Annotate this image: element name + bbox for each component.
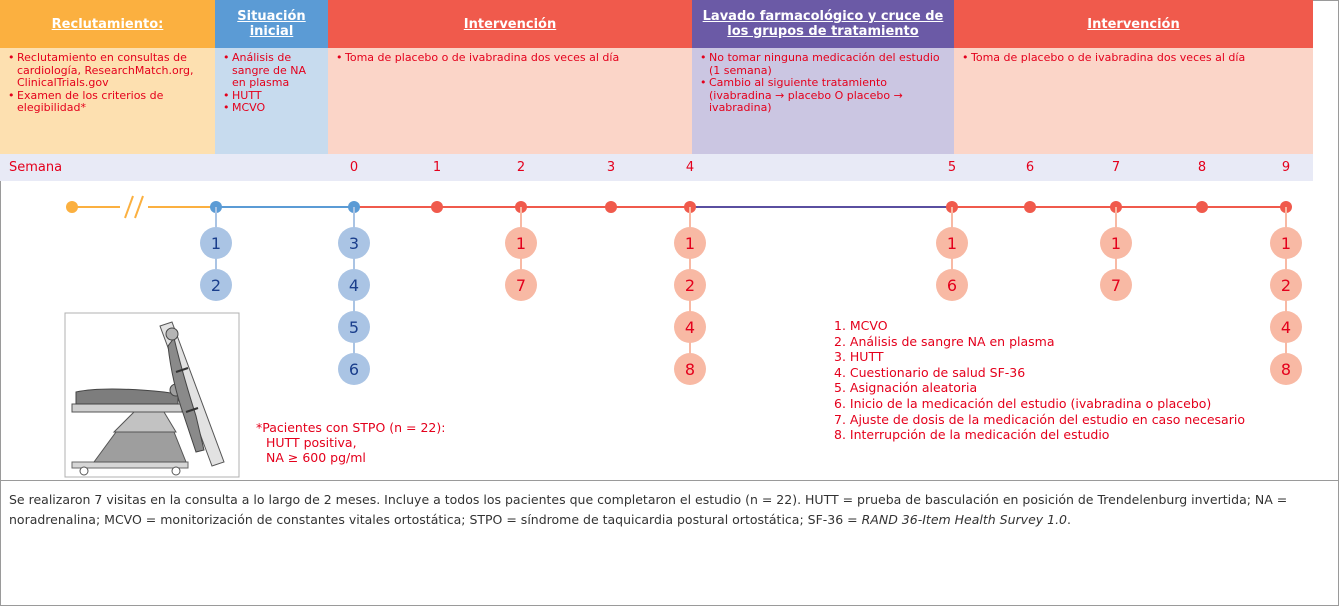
phase-header-washout: Lavado farmacológico y cruce de los grup…	[692, 0, 954, 48]
caption-text: Se realizaron 7 visitas en la consulta a…	[9, 492, 1288, 527]
eligibility-note: *Pacientes con STPO (n = 22): HUTT posit…	[256, 420, 445, 465]
figure-caption: Se realizaron 7 visitas en la consulta a…	[9, 490, 1329, 530]
week-label: Semana	[9, 160, 63, 175]
caption-italic: RAND 36-Item Health Survey 1.0	[861, 512, 1068, 527]
legend-item: 1. MCVO	[834, 318, 888, 333]
phase-body-washout: No tomar ninguna medicación del estudio …	[692, 48, 954, 154]
eligibility-note-line: HUTT positiva,	[266, 435, 357, 450]
visit-marker: 4	[338, 269, 370, 301]
timeline-node	[66, 201, 78, 213]
visit-marker: 7	[505, 269, 537, 301]
visit-marker: 2	[1270, 269, 1302, 301]
eligibility-note-line: *Pacientes con STPO (n = 22):	[256, 420, 446, 435]
caption-divider	[1, 480, 1338, 481]
phase-header-baseline: Situación inicial	[215, 0, 328, 48]
visit-marker: 5	[338, 311, 370, 343]
week-tick-label: 2	[516, 160, 526, 175]
visit-marker: 1	[674, 227, 706, 259]
phase-item: Toma de placebo o de ivabradina dos vece…	[962, 51, 1305, 65]
phase-item: Toma de placebo o de ivabradina dos vece…	[336, 51, 684, 65]
week-row	[0, 154, 1313, 181]
caption-end: .	[1067, 512, 1071, 527]
time-break-icon	[124, 195, 144, 219]
timeline-recruitment	[148, 206, 216, 208]
phase-body-intervention-1: Toma de placebo o de ivabradina dos vece…	[328, 48, 692, 154]
visit-marker: 1	[200, 227, 232, 259]
visit-marker: 8	[1270, 353, 1302, 385]
legend-item: 8. Interrupción de la medicación del est…	[834, 427, 1110, 443]
phase-item: HUTT	[223, 89, 320, 103]
visit-marker: 8	[674, 353, 706, 385]
visit-marker: 1	[1100, 227, 1132, 259]
timeline-node	[431, 201, 443, 213]
phase-header-recruitment: Reclutamiento:	[0, 0, 215, 48]
week-tick-label: 0	[349, 160, 359, 175]
phase-item: MCVO	[223, 102, 320, 115]
phase-item: Examen de los criterios de elegibilidad*	[8, 89, 207, 115]
visit-marker: 2	[674, 269, 706, 301]
phase-item: Análisis de sangre de NA en plasma	[223, 51, 320, 90]
week-tick-label: 7	[1111, 160, 1121, 175]
visit-marker: 6	[338, 353, 370, 385]
timeline-recruitment	[72, 206, 120, 208]
phase-item: Reclutamiento en consultas de cardiologí…	[8, 51, 207, 90]
legend-item: 5. Asignación aleatoria	[834, 380, 978, 396]
legend-item: 2. Análisis de sangre NA en plasma	[834, 333, 1055, 349]
week-tick-label: 3	[606, 160, 616, 175]
phase-body-recruitment: Reclutamiento en consultas de cardiologí…	[0, 48, 215, 154]
week-tick-label: 4	[685, 160, 695, 175]
week-tick-label: 1	[432, 160, 442, 175]
legend-item: 3. HUTT	[834, 349, 884, 365]
week-tick-label: 8	[1197, 160, 1207, 175]
visit-marker: 1	[505, 227, 537, 259]
timeline-washout	[690, 206, 952, 208]
timeline-node	[605, 201, 617, 213]
phase-body-intervention-2: Toma de placebo o de ivabradina dos vece…	[954, 48, 1313, 154]
phase-body-baseline: Análisis de sangre de NA en plasma HUTT …	[215, 48, 328, 154]
tilt-table-illustration	[64, 312, 240, 478]
visit-marker: 7	[1100, 269, 1132, 301]
week-tick-label: 5	[947, 160, 957, 175]
visit-marker: 2	[200, 269, 232, 301]
procedure-legend: 1. MCVO 2. Análisis de sangre NA en plas…	[834, 318, 1245, 443]
visit-marker: 4	[1270, 311, 1302, 343]
week-tick-label: 6	[1025, 160, 1035, 175]
phase-header-intervention-2: Intervención	[954, 0, 1313, 48]
phase-header-intervention-1: Intervención	[328, 0, 692, 48]
visit-marker: 4	[674, 311, 706, 343]
visit-marker: 6	[936, 269, 968, 301]
visit-marker: 1	[1270, 227, 1302, 259]
timeline-node	[1024, 201, 1036, 213]
week-tick-label: 9	[1281, 160, 1291, 175]
legend-item: 7. Ajuste de dosis de la medicación del …	[834, 411, 1245, 427]
visit-marker: 1	[936, 227, 968, 259]
eligibility-note-line: NA ≥ 600 pg/ml	[266, 450, 366, 465]
visit-marker: 3	[338, 227, 370, 259]
legend-item: 4. Cuestionario de salud SF-36	[834, 364, 1026, 380]
phase-item: Cambio al siguiente tratamiento (ivabrad…	[700, 76, 946, 115]
phase-item: No tomar ninguna medicación del estudio …	[700, 51, 946, 77]
timeline-node	[1196, 201, 1208, 213]
legend-item: 6. Inicio de la medicación del estudio (…	[834, 395, 1212, 411]
timeline-baseline	[216, 206, 354, 208]
